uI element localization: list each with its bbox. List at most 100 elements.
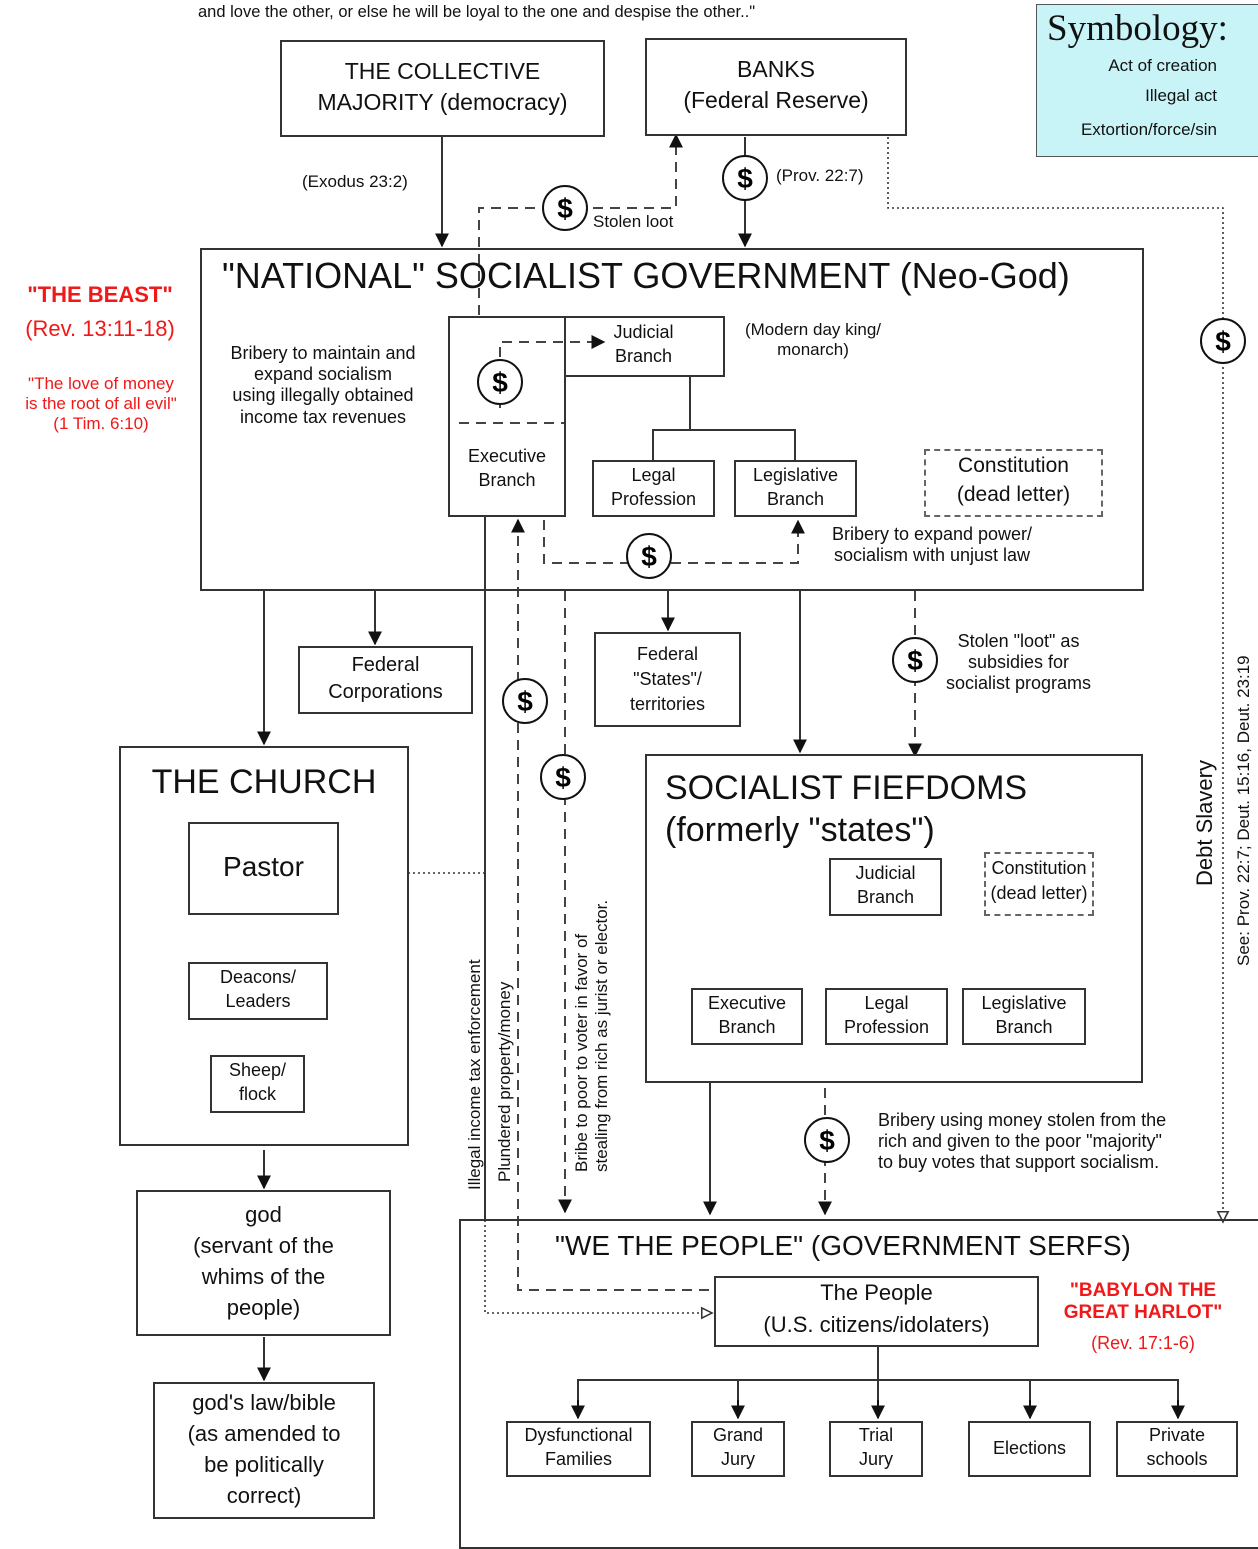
private-schools-box: Private schools [1116, 1421, 1238, 1477]
box-text: Jury [858, 1449, 894, 1469]
box-text: Constitution [991, 858, 1087, 878]
legend-item-illegal: Illegal act [1145, 86, 1217, 105]
stolen-loot-label: Stolen loot [593, 212, 674, 231]
box-text: schools [1146, 1449, 1208, 1469]
box-text: "States"/ [633, 669, 702, 689]
note-line: "The love of money [28, 374, 174, 393]
bribery-votes-note: Bribery using money stolen from the rich… [878, 1110, 1166, 1174]
dollar-sign: $ [555, 762, 571, 793]
quote-fragment: and love the other, or else he will be l… [198, 3, 756, 21]
note-line: GREAT HARLOT" [1063, 1302, 1223, 1324]
fief-legal-profession-box: Legal Profession [825, 988, 948, 1045]
box-text: Deacons/ [219, 967, 297, 987]
box-text: THE COLLECTIVE [344, 58, 541, 84]
note-line: Bribery using money stolen from the [878, 1110, 1167, 1130]
box-text: Federal [351, 654, 420, 676]
dollar-sign: $ [641, 541, 657, 572]
note-line: (Modern day king/ [744, 320, 882, 339]
note-line: Bribery to expand power/ [831, 524, 1033, 544]
fief-executive-branch-box: Executive Branch [691, 988, 803, 1045]
box-text: (dead letter) [956, 483, 1071, 506]
note-line: (1 Tim. 6:10) [53, 414, 149, 434]
box-text: Legal [631, 465, 676, 485]
federal-corporations-box: Federal Corporations [298, 646, 473, 714]
babylon-title: "BABYLON THE GREAT HARLOT" [1064, 1280, 1223, 1325]
dollar-icon: $ [540, 754, 586, 800]
bribery-power-note: Bribery to expand power/ socialism with … [832, 524, 1032, 566]
box-text: Grand [712, 1425, 764, 1445]
note-line: "BABYLON THE [1069, 1280, 1217, 1301]
dysfunctional-families-box: Dysfunctional Families [506, 1421, 651, 1477]
box-text: Corporations [328, 681, 443, 703]
box-text: Elections [992, 1438, 1067, 1458]
government-title: "NATIONAL" SOCIALIST GOVERNMENT (Neo-God… [222, 255, 1070, 296]
box-text: Profession [610, 489, 697, 509]
box-text: Judicial [855, 863, 916, 883]
pastor-box: Pastor [188, 822, 339, 915]
legend-item-creation: Act of creation [1108, 56, 1217, 75]
box-text: god [245, 1202, 282, 1227]
fief-judicial-branch-box: Judicial Branch [829, 858, 942, 916]
box-text: BANKS [737, 56, 815, 82]
dollar-icon: $ [502, 678, 548, 724]
government-box: "NATIONAL" SOCIALIST GOVERNMENT (Neo-God… [200, 248, 1144, 591]
note-line: Stolen "loot" as [957, 631, 1080, 651]
box-text: be politically [204, 1452, 324, 1477]
dollar-icon: $ [542, 185, 588, 231]
box-text: whims of the [201, 1264, 326, 1289]
note-line: rich and given to the poor "majority" [878, 1131, 1162, 1152]
fief-legislative-branch-box: Legislative Branch [962, 988, 1086, 1045]
note-line: is the root of all evil" [25, 394, 177, 414]
dollar-icon: $ [892, 637, 938, 683]
note-line: expand socialism [253, 364, 393, 385]
note-line: socialist programs [946, 673, 1092, 694]
box-text: Trial [858, 1425, 894, 1445]
beast-reference: (Rev. 13:11-18) [25, 316, 175, 341]
dollar-icon: $ [477, 359, 523, 405]
gods-law-box: god's law/bible (as amended to be politi… [153, 1382, 375, 1519]
dollar-sign: $ [492, 367, 508, 398]
box-text: Private [1148, 1425, 1206, 1445]
box-text: Families [544, 1449, 613, 1469]
legend-item-extortion: Extortion/force/sin [1080, 120, 1217, 139]
box-text: Branch [856, 887, 915, 907]
box-text: Legislative [981, 993, 1067, 1013]
box-text: Constitution [958, 454, 1069, 477]
box-text: (as amended to [187, 1421, 341, 1446]
dollar-sign: $ [517, 686, 533, 717]
the-people-box: The People (U.S. citizens/idolaters) [714, 1276, 1039, 1347]
box-text: Jury [720, 1449, 756, 1469]
dollar-sign: $ [819, 1125, 835, 1156]
legend-title: Symbology: [1047, 8, 1228, 49]
box-text: Executive [467, 446, 547, 466]
box-text: Branch [766, 489, 825, 509]
box-text: (dead letter) [990, 883, 1088, 903]
babylon-reference: (Rev. 17:1-6) [1091, 1333, 1195, 1353]
federal-states-box: Federal "States"/ territories [594, 632, 741, 727]
church-title: THE CHURCH [151, 763, 377, 801]
fief-constitution-box: Constitution (dead letter) [984, 852, 1094, 916]
box-text: Leaders [225, 991, 291, 1011]
gov-constitution-box: Constitution (dead letter) [924, 449, 1103, 517]
box-text: Judicial [613, 322, 674, 342]
dollar-sign: $ [907, 645, 923, 676]
bribery-socialism-note: Bribery to maintain and expand socialism… [230, 343, 415, 428]
love-of-money-note: "The love of money is the root of all ev… [25, 374, 177, 434]
stolen-loot-subsidies-note: Stolen "loot" as subsidies for socialist… [946, 631, 1091, 695]
box-text: (U.S. citizens/idolaters) [763, 1312, 990, 1337]
trial-jury-box: Trial Jury [829, 1421, 923, 1477]
banks-box: BANKS (Federal Reserve) [645, 38, 907, 136]
people-header: "WE THE PEOPLE" (GOVERNMENT SERFS) [555, 1230, 1131, 1261]
grand-jury-box: Grand Jury [691, 1421, 785, 1477]
note-line: subsidies for [967, 652, 1070, 673]
box-text: people) [226, 1295, 301, 1320]
sheep-box: Sheep/ flock [210, 1055, 305, 1113]
box-text: flock [238, 1084, 277, 1104]
box-text: Federal [636, 644, 699, 664]
note-line: socialism with unjust law [833, 545, 1031, 566]
box-text: Sheep/ [228, 1060, 287, 1080]
box-text: territories [629, 694, 706, 714]
box-text: (servant of the [193, 1233, 334, 1258]
